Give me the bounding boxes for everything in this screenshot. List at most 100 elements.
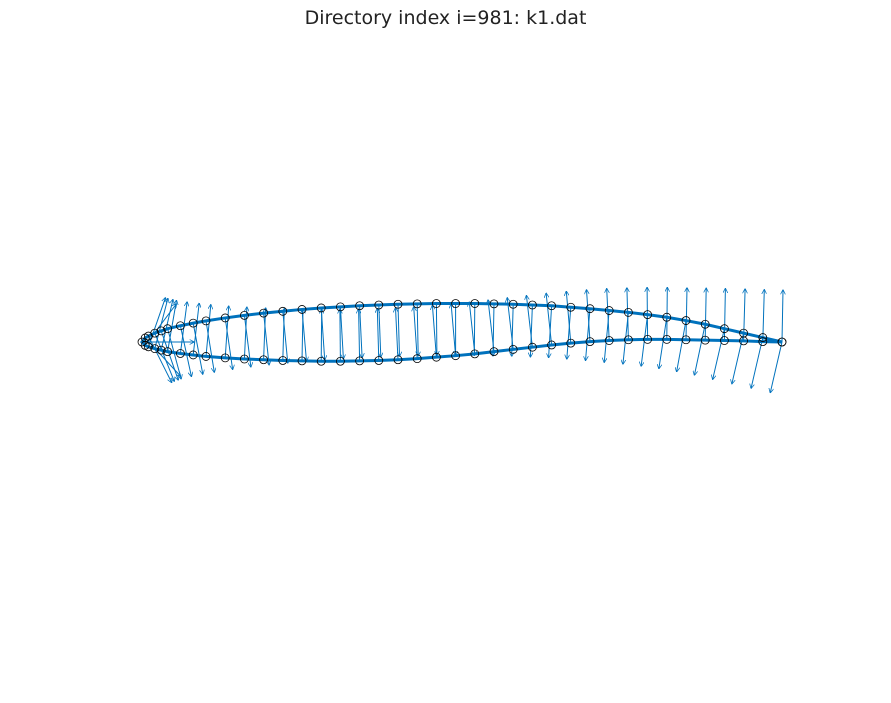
surface-point-marker (175, 349, 185, 358)
surface-point-marker (297, 305, 307, 314)
surface-point-marker (278, 306, 288, 316)
surface-point-marker (700, 335, 710, 345)
surface-point-marker (137, 337, 147, 347)
surface-point-marker (259, 308, 269, 318)
surface-point-marker (355, 356, 365, 366)
surface-point-marker (508, 344, 518, 354)
normal-vector (507, 298, 514, 350)
surface-point-marker (451, 299, 461, 308)
surface-point-marker (566, 338, 576, 348)
surface-point-marker (188, 318, 198, 328)
surface-point-marker (681, 335, 691, 345)
normal-vector (179, 325, 191, 377)
surface-point-marker (156, 345, 166, 355)
surface-point-marker (316, 356, 326, 366)
surface-point-marker (547, 340, 556, 350)
normal-vector (192, 323, 203, 374)
surface-point-marker (374, 356, 384, 365)
surface-point-marker (681, 316, 691, 325)
surface-point-marker (604, 306, 614, 315)
surface-point-marker (547, 301, 556, 311)
normal-vector (587, 290, 591, 342)
surface-point-marker (451, 351, 461, 361)
normal-vector (192, 303, 199, 356)
surface-point-marker (489, 299, 499, 309)
normal-vector (147, 298, 165, 347)
normal-vector (302, 309, 303, 361)
normal-vectors (142, 287, 783, 392)
surface-point-marker (239, 310, 249, 320)
normal-vector (686, 288, 687, 340)
surface-point-marker (150, 344, 160, 354)
normal-vector (414, 307, 418, 359)
surface-point-marker (604, 336, 614, 345)
normal-vector (705, 288, 706, 341)
normal-vector (398, 304, 400, 356)
surface-point-marker (739, 336, 748, 346)
normal-vector (167, 300, 177, 352)
surface-point-marker (239, 354, 249, 364)
surface-point-marker (643, 310, 652, 320)
surface-point-marker (431, 352, 441, 362)
surface-point-marker (335, 356, 345, 366)
normal-vector (340, 309, 341, 362)
normal-vector (359, 305, 363, 358)
surface-point-marker (335, 302, 345, 312)
normal-vector (677, 320, 687, 372)
surface-points (137, 299, 787, 366)
normal-vector (451, 304, 457, 356)
surface-point-marker (585, 304, 595, 314)
surface-point-marker (470, 299, 480, 308)
surface-point-marker (758, 337, 768, 347)
normal-vector (724, 289, 725, 341)
normal-vector (205, 320, 214, 372)
surface-point-marker (624, 335, 633, 345)
normal-vector (751, 337, 764, 389)
normal-vector (321, 309, 322, 362)
normal-vector (205, 305, 211, 357)
normal-vector (339, 306, 343, 359)
surface-point-marker (643, 335, 652, 344)
surface-point-marker (316, 303, 326, 313)
surface-point-marker (355, 301, 365, 311)
normal-vector (379, 304, 381, 357)
normal-vector (144, 337, 180, 376)
normal-vector (763, 290, 765, 342)
surface-point-marker (393, 299, 403, 309)
surface-point-marker (412, 299, 422, 309)
surface-point-marker (777, 337, 787, 347)
normal-vector (147, 335, 171, 382)
surface-point-marker (585, 337, 595, 347)
surface-point-marker (412, 354, 422, 364)
normal-vector (488, 300, 495, 352)
normal-vector (782, 290, 783, 343)
surface-point-marker (489, 347, 499, 357)
normal-vector (417, 303, 418, 356)
surface-point-marker (374, 300, 384, 310)
surface-point-marker (720, 336, 729, 345)
normal-vector (512, 304, 514, 356)
airfoil-contour-line (140, 302, 783, 363)
normal-vector (154, 332, 175, 381)
normal-vector (264, 308, 266, 360)
surface-point-marker (758, 333, 768, 342)
normal-vector (659, 317, 668, 368)
normal-vector (436, 303, 437, 356)
surface-point-marker (662, 335, 672, 344)
surface-point-marker (220, 353, 230, 363)
surface-point-marker (431, 299, 441, 308)
surface-point-marker (278, 356, 288, 365)
surface-point-marker (220, 313, 230, 323)
surface-point-marker (175, 321, 185, 331)
surface-point-marker (662, 312, 672, 322)
normal-vector (263, 313, 269, 365)
normal-vector (395, 308, 399, 360)
normal-vector (359, 309, 360, 361)
normal-vector (224, 317, 232, 369)
normal-vector (694, 324, 706, 375)
normal-vector (713, 328, 725, 380)
surface-point-marker (156, 326, 166, 336)
chart-title: Directory index i=981: k1.dat (304, 7, 587, 29)
surface-point-marker (297, 356, 307, 366)
